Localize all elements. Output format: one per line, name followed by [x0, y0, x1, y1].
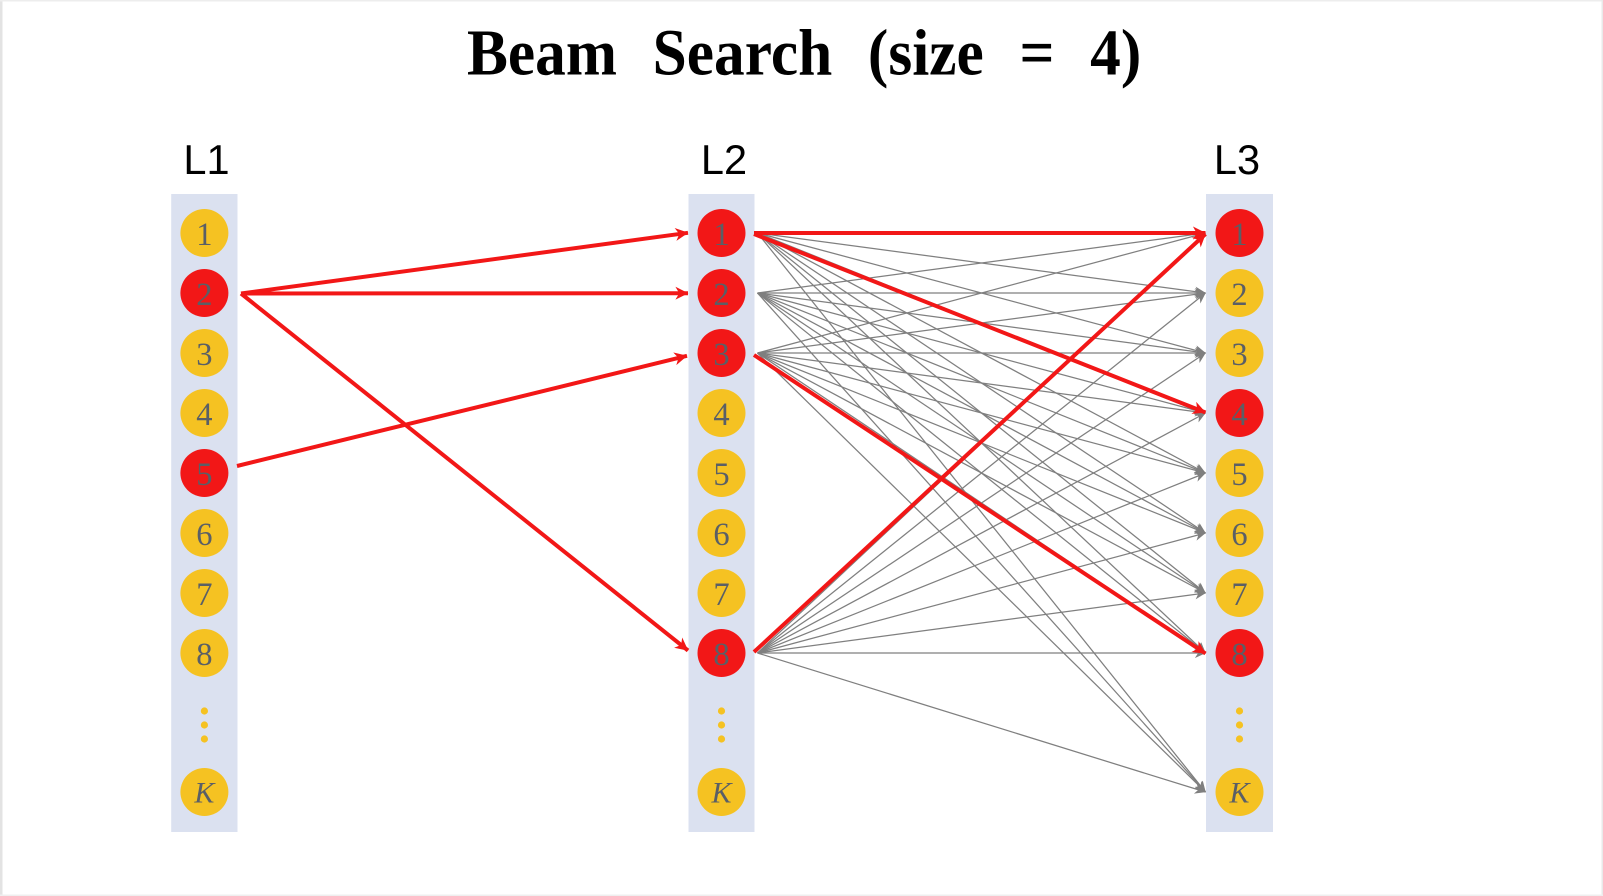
svg-text:2: 2: [1231, 277, 1247, 313]
svg-text:5: 5: [196, 457, 212, 493]
svg-text:3: 3: [196, 337, 212, 373]
svg-text:7: 7: [713, 577, 729, 613]
svg-text:K: K: [710, 777, 733, 810]
svg-text:7: 7: [1231, 577, 1247, 613]
svg-text:8: 8: [196, 637, 212, 673]
svg-text:1: 1: [196, 217, 212, 253]
svg-text:6: 6: [1231, 517, 1247, 553]
svg-text:4: 4: [196, 397, 212, 433]
svg-text:Beam Search (size = 4): Beam Search (size = 4): [467, 15, 1141, 89]
svg-text:K: K: [1228, 777, 1251, 810]
svg-text:7: 7: [196, 577, 212, 613]
svg-text:L1: L1: [183, 136, 229, 183]
svg-text:8: 8: [713, 637, 729, 673]
svg-text:6: 6: [713, 517, 729, 553]
svg-text:K: K: [193, 777, 216, 810]
svg-text:8: 8: [1231, 637, 1247, 673]
svg-text:2: 2: [196, 277, 212, 313]
svg-text:5: 5: [713, 457, 729, 493]
svg-text:1: 1: [713, 217, 729, 253]
svg-text:1: 1: [1231, 217, 1247, 253]
svg-text:5: 5: [1231, 457, 1247, 493]
svg-text:L3: L3: [1214, 136, 1260, 183]
svg-text:4: 4: [1231, 397, 1247, 433]
svg-text:L2: L2: [701, 136, 747, 183]
svg-text:3: 3: [713, 337, 729, 373]
svg-text:4: 4: [713, 397, 729, 433]
svg-text:2: 2: [713, 277, 729, 313]
svg-text:6: 6: [196, 517, 212, 553]
svg-text:3: 3: [1231, 337, 1247, 373]
